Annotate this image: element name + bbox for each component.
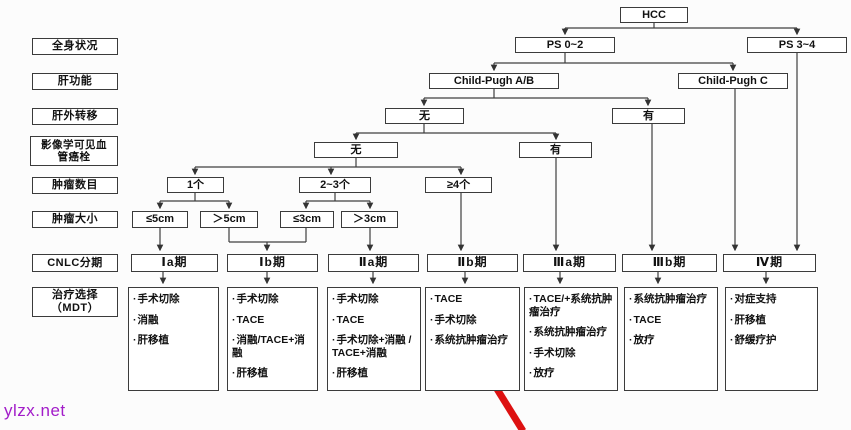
treatment-box-iib: TACE 手术切除系统抗肿瘤治疗: [425, 287, 520, 391]
treatment-item: TACE: [629, 314, 714, 327]
treatment-item: 手术切除: [332, 293, 417, 306]
treatment-item: 系统抗肿瘤治疗: [529, 326, 614, 339]
treatment-item: 对症支持: [730, 293, 814, 306]
row-label-vascular-tumor-thrombus: 影像学可见血 管癌栓: [30, 136, 118, 166]
treatment-item: TACE: [332, 314, 417, 327]
treatment-item: 消融/TACE+消融: [232, 334, 314, 359]
treatment-box-ia: 手术切除消融肝移植: [128, 287, 219, 391]
stage-ia: Ⅰa期: [131, 254, 218, 272]
node-size-le5cm: ≤5cm: [132, 211, 188, 228]
treatment-item: 手术切除+消融 / TACE+消融: [332, 334, 417, 359]
stage-ib: Ⅰb期: [227, 254, 318, 272]
treatment-box-iiib: 系统抗肿瘤治疗 TACE 放疗: [624, 287, 718, 391]
node-ps-0-2: PS 0~2: [515, 37, 615, 53]
row-label-liver-function: 肝功能: [32, 73, 118, 90]
treatment-item: 肝移植: [332, 367, 417, 380]
node-metastasis-no: 无: [385, 108, 464, 124]
treatment-box-iiia: TACE/+系统抗肿瘤治疗系统抗肿瘤治疗手术切除放疗: [524, 287, 618, 391]
node-tumor-count-ge4: ≥4个: [425, 177, 492, 193]
treatment-box-iv: 对症支持肝移植舒缓疗护: [725, 287, 818, 391]
node-size-le3cm: ≤3cm: [280, 211, 334, 228]
node-thrombus-no: 无: [314, 142, 398, 158]
treatment-item: 肝移植: [232, 367, 314, 380]
node-tumor-count-2-3: 2~3个: [299, 177, 371, 193]
row-label-treatment-mdt: 治疗选择 （MDT）: [32, 287, 118, 317]
row-label-tumor-number: 肿瘤数目: [32, 177, 118, 194]
row-label-tumor-size: 肿瘤大小: [32, 211, 118, 228]
treatment-item: 舒缓疗护: [730, 334, 814, 347]
treatment-item: 肝移植: [730, 314, 814, 327]
node-size-gt3cm: ＞3cm: [341, 211, 398, 228]
row-label-general-condition: 全身状况: [32, 38, 118, 55]
treatment-item: 手术切除: [232, 293, 314, 306]
node-hcc: HCC: [620, 7, 688, 23]
node-child-pugh-c: Child-Pugh C: [678, 73, 788, 89]
treatment-item: TACE: [232, 314, 314, 327]
treatment-item: 系统抗肿瘤治疗: [629, 293, 714, 306]
treatment-item: 放疗: [529, 367, 614, 380]
stage-iib: Ⅱb期: [427, 254, 518, 272]
stage-iia: Ⅱa期: [328, 254, 419, 272]
node-ps-3-4: PS 3~4: [747, 37, 847, 53]
treatment-item: 消融: [133, 314, 215, 327]
stage-iv: Ⅳ期: [723, 254, 816, 272]
treatment-item: 手术切除: [133, 293, 215, 306]
treatment-item: TACE: [430, 293, 516, 306]
stage-iiia: Ⅲa期: [523, 254, 616, 272]
treatment-item: 肝移植: [133, 334, 215, 347]
node-metastasis-yes: 有: [612, 108, 685, 124]
watermark-ylzx: ylzx.net: [4, 401, 66, 420]
row-label-extrahepatic-metastasis: 肝外转移: [32, 108, 118, 125]
treatment-item: 系统抗肿瘤治疗: [430, 334, 516, 347]
treatment-item: 手术切除: [430, 314, 516, 327]
treatment-box-ib: 手术切除 TACE 消融/TACE+消融肝移植: [227, 287, 318, 391]
stage-iiib: Ⅲb期: [622, 254, 717, 272]
node-thrombus-yes: 有: [519, 142, 592, 158]
node-tumor-count-1: 1个: [167, 177, 224, 193]
node-size-gt5cm: ＞5cm: [200, 211, 258, 228]
row-label-cnlc-stage: CNLC分期: [32, 254, 118, 272]
treatment-item: TACE/+系统抗肿瘤治疗: [529, 293, 614, 318]
treatment-box-iia: 手术切除 TACE 手术切除+消融 / TACE+消融肝移植: [327, 287, 421, 391]
node-child-pugh-ab: Child-Pugh A/B: [429, 73, 559, 89]
treatment-item: 放疗: [629, 334, 714, 347]
treatment-item: 手术切除: [529, 347, 614, 360]
